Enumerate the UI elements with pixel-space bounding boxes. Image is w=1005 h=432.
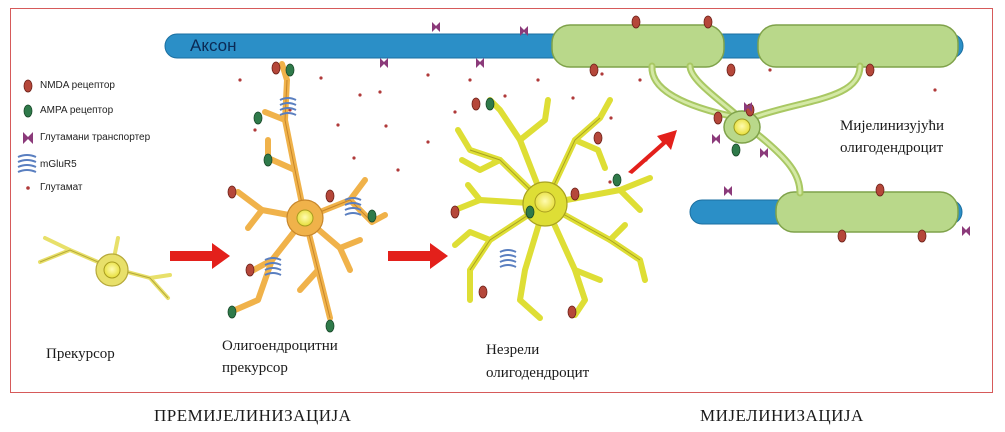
ampa-legend-icon <box>24 105 32 117</box>
opc-label-line2: прекурсор <box>222 360 288 377</box>
immature-label-line1: Незрели <box>486 342 539 359</box>
opc-label-line1: Олигоендроцитни <box>222 338 338 355</box>
stage-myelination: МИЈЕЛИНИЗАЦИЈА <box>700 406 864 426</box>
glutamate-legend-icon <box>26 186 30 190</box>
mglur5-receptors <box>265 98 516 275</box>
legend-transporter: Глутамани транспортер <box>40 132 150 143</box>
axon-label: Аксон <box>190 36 237 56</box>
nmda-legend-icon <box>24 80 32 92</box>
precursor-label: Прекурсор <box>46 346 115 363</box>
arrow-1 <box>170 243 230 269</box>
opc-processes <box>235 64 385 318</box>
transporter-legend-icon <box>23 132 33 144</box>
myelinating-label-line2: олигодендроцит <box>840 140 943 157</box>
legend-mglur5: mGluR5 <box>40 159 77 170</box>
legend-symbols <box>18 80 36 190</box>
mglur5-legend-icon <box>18 155 36 172</box>
immature-label-line2: олигодендроцит <box>486 365 589 382</box>
legend-glutamate: Глутамат <box>40 182 83 193</box>
legend-ampa: AMPA рецептор <box>40 105 113 116</box>
legend-nmda: NMDA рецептор <box>40 80 115 91</box>
stage-premyelination: ПРЕМИЈЕЛИНИЗАЦИЈА <box>154 406 351 426</box>
arrow-2 <box>388 243 448 269</box>
myelinating-label-line1: Мијелинизујући <box>840 118 944 135</box>
arrow-3 <box>628 130 677 174</box>
